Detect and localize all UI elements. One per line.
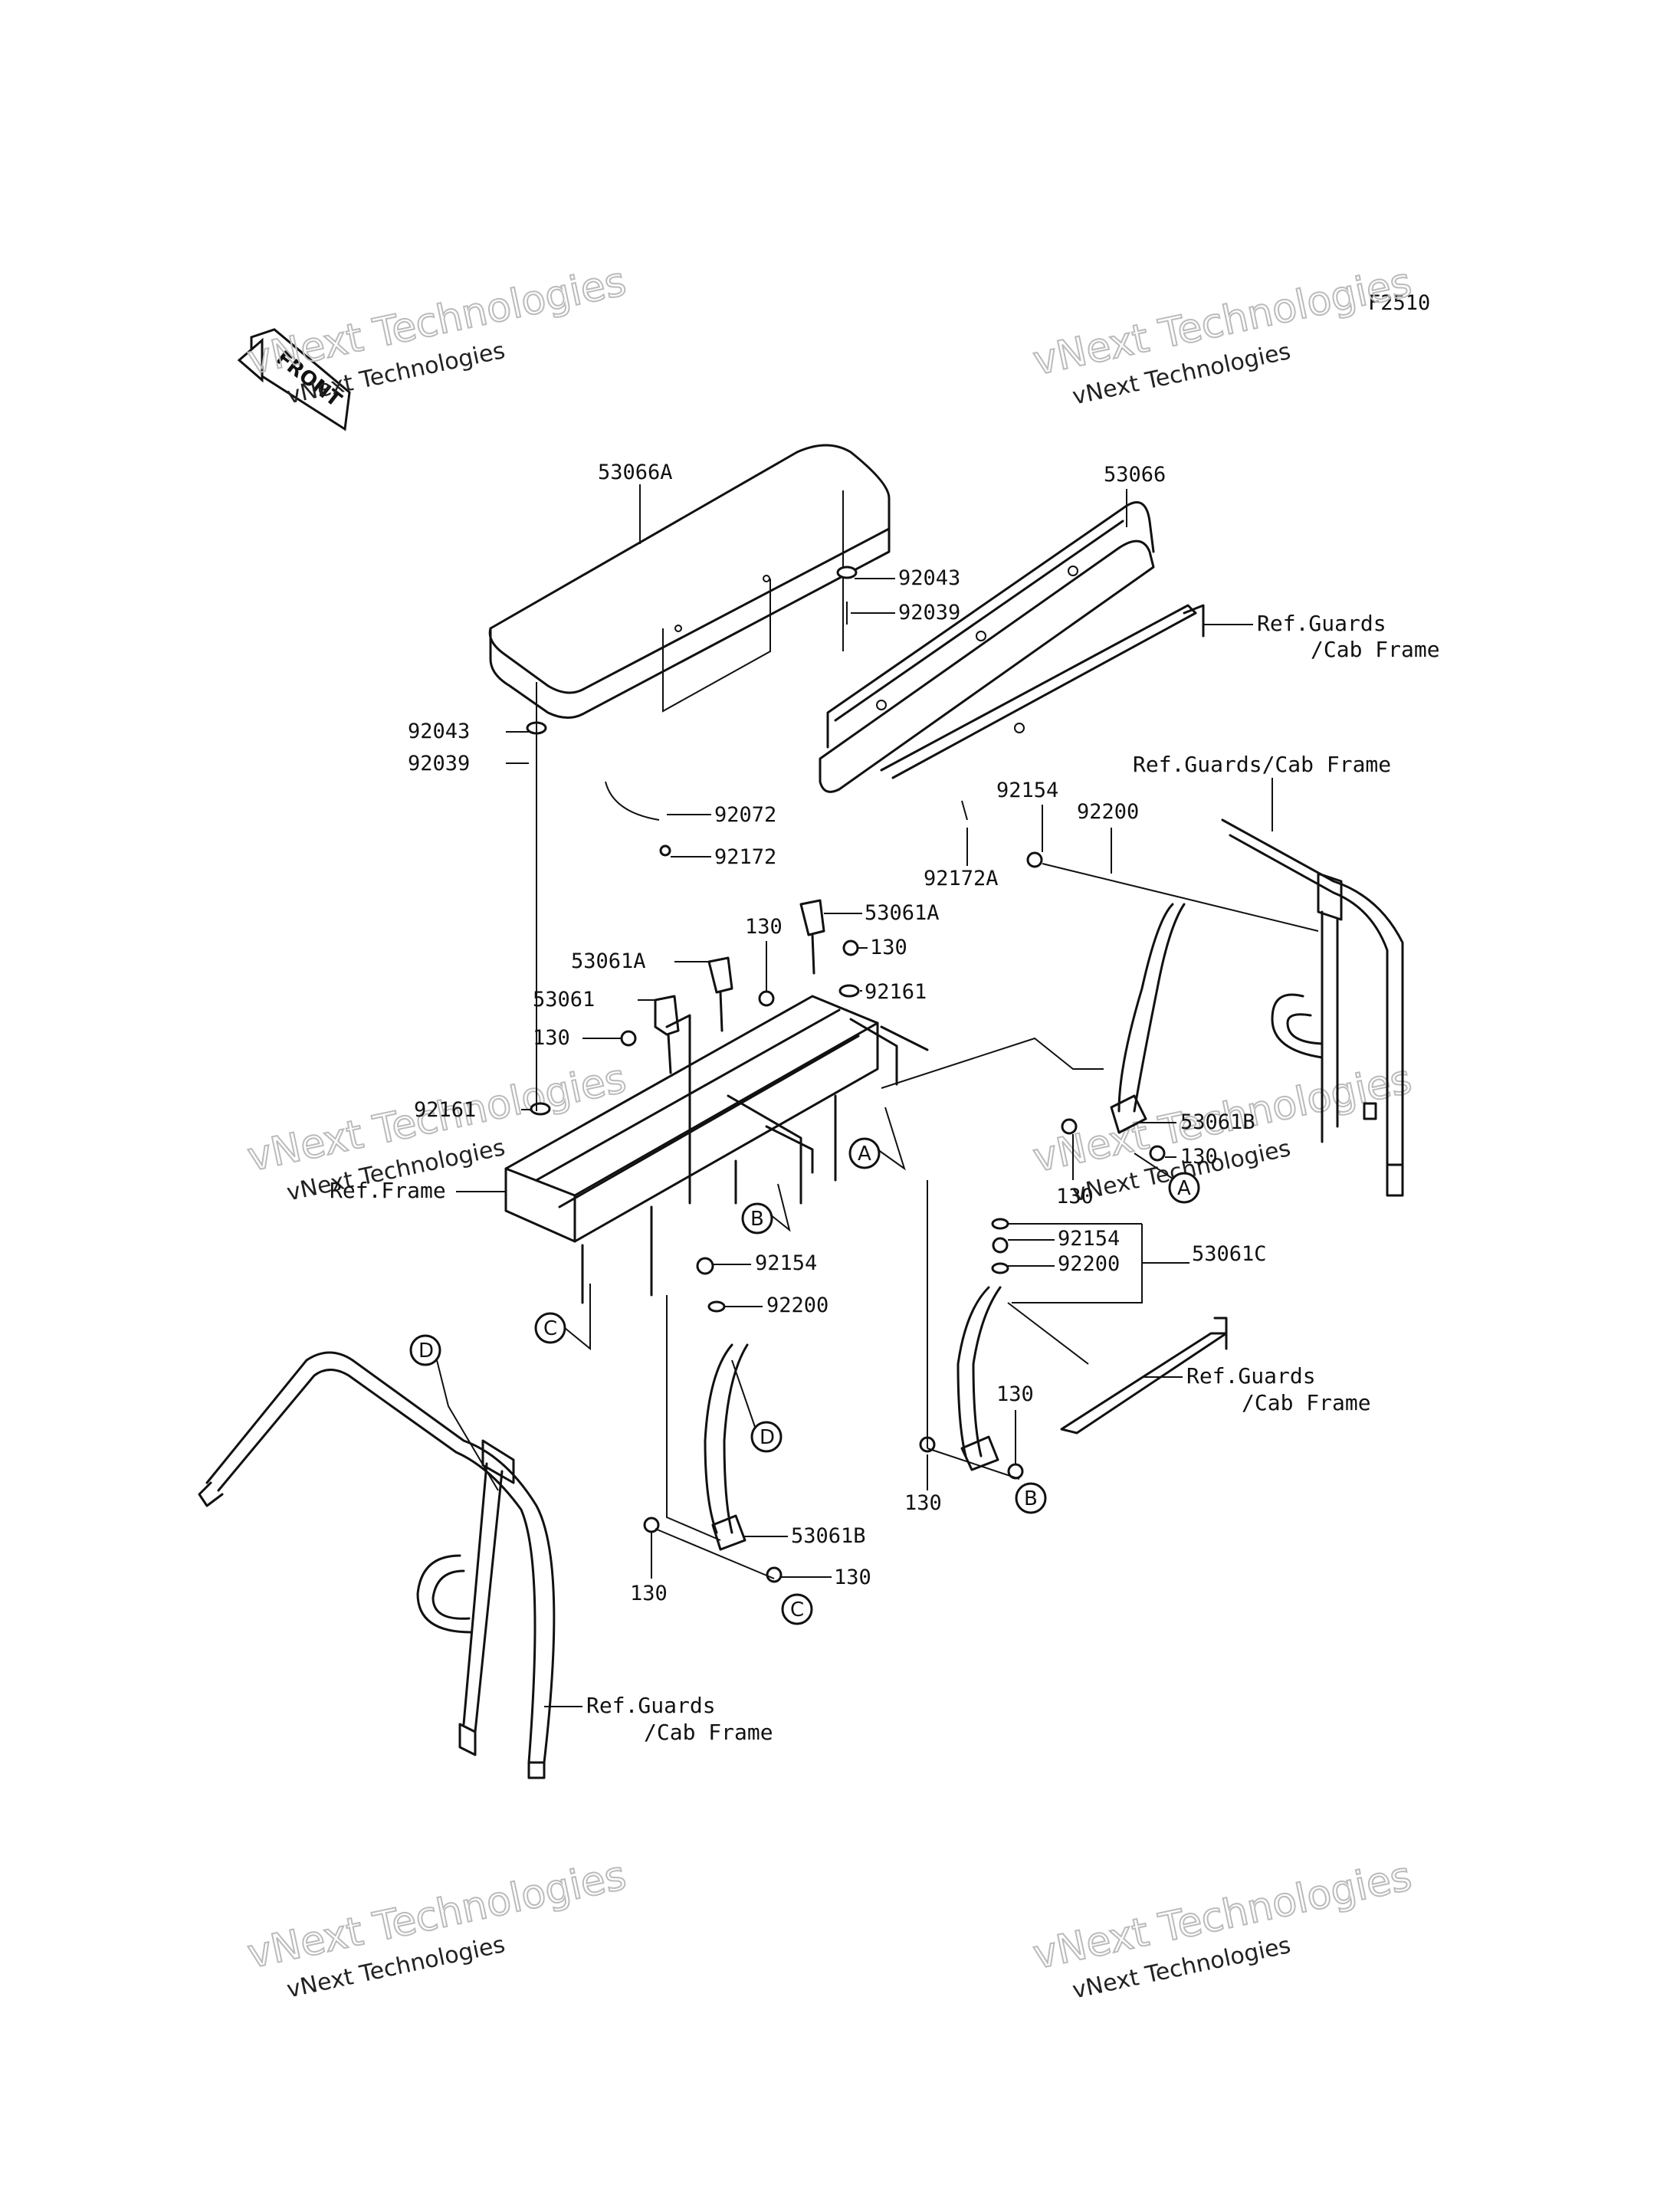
part-label: 92072	[714, 803, 776, 827]
svg-text:D: D	[760, 1426, 775, 1449]
callout-b: B	[741, 1202, 773, 1235]
part-label: 53066A	[598, 461, 673, 484]
part-label: 92200	[1077, 800, 1139, 824]
part-label: 130	[904, 1491, 942, 1515]
ref-guards-cab-frame-right: Ref.Guards/Cab Frame	[1133, 752, 1391, 777]
callout-b: B	[1015, 1482, 1047, 1514]
part-label: 53061C	[1192, 1242, 1267, 1266]
part-label: 92172	[714, 845, 776, 869]
svg-text:C: C	[790, 1599, 804, 1622]
svg-text:B: B	[750, 1208, 764, 1231]
watermark: vNext Technologies vNext Technologies	[1029, 259, 1416, 411]
part-label: 53061	[533, 988, 595, 1012]
part-label: 53061A	[865, 901, 940, 925]
svg-text:C: C	[543, 1317, 557, 1340]
callout-a: A	[848, 1137, 881, 1169]
callout-c: C	[534, 1312, 566, 1344]
seat-frame	[504, 995, 929, 1304]
callout-d: D	[750, 1421, 783, 1453]
part-label: 130	[834, 1566, 871, 1589]
seat-cushion	[488, 444, 891, 719]
part-label: 92039	[898, 601, 960, 625]
ref-guards-cab-frame-bottom: Ref.Guards /Cab Frame	[586, 1693, 773, 1745]
part-label: 130	[996, 1382, 1034, 1406]
part-label: 53061B	[791, 1524, 866, 1548]
svg-text:B: B	[1024, 1487, 1038, 1510]
part-label: 53066	[1104, 463, 1166, 487]
buckle-53061a-right	[799, 899, 825, 975]
part-label: 92172A	[924, 867, 999, 890]
svg-text:Ref.Guards: Ref.Guards	[1257, 611, 1386, 636]
cab-frame-left-lower	[198, 1351, 556, 1779]
part-label: 92154	[1058, 1227, 1120, 1251]
callout-a: A	[1168, 1172, 1200, 1204]
part-label: 92161	[414, 1098, 476, 1122]
watermark: vNext Technologies vNext Technologies	[1029, 1853, 1416, 2005]
svg-text:Ref.Guards: Ref.Guards	[1186, 1363, 1316, 1389]
svg-text:/Cab Frame: /Cab Frame	[1311, 637, 1440, 662]
buckle-53061	[654, 995, 680, 1074]
svg-text:A: A	[858, 1143, 871, 1166]
svg-text:D: D	[418, 1340, 434, 1362]
svg-text:Ref.Guards: Ref.Guards	[586, 1693, 716, 1718]
seat-belt-center	[919, 1218, 1024, 1480]
part-label: 92043	[898, 566, 960, 590]
svg-text:A: A	[1177, 1177, 1191, 1200]
part-label: 130	[630, 1582, 668, 1605]
part-label: 92200	[766, 1294, 829, 1317]
part-label: 92200	[1058, 1252, 1120, 1276]
callout-d: D	[409, 1334, 441, 1366]
part-label: 53061A	[571, 949, 646, 973]
ref-guards-cab-frame-top: Ref.Guards /Cab Frame	[1257, 611, 1440, 662]
part-label: 92039	[408, 752, 470, 776]
seat-belt-right	[1061, 903, 1186, 1162]
part-label: 92154	[755, 1251, 817, 1275]
fasteners	[526, 566, 1043, 1116]
watermark: vNext Technologies vNext Technologies	[243, 258, 631, 410]
cab-frame-crossbar	[1060, 1317, 1228, 1435]
seat-backrest	[819, 501, 1205, 793]
part-label: 53061B	[1180, 1110, 1255, 1134]
part-label: 130	[1056, 1185, 1094, 1208]
svg-text:/Cab Frame: /Cab Frame	[644, 1720, 773, 1745]
part-label: 130	[745, 915, 783, 939]
seat-belt-left	[643, 1257, 783, 1583]
part-label: 130	[1180, 1145, 1218, 1169]
ref-guards-cab-frame-mid: Ref.Guards /Cab Frame	[1186, 1363, 1371, 1415]
part-label: 130	[870, 936, 907, 959]
part-label: 92161	[865, 980, 927, 1004]
ref-frame: Ref.Frame	[330, 1178, 446, 1203]
watermark: vNext Technologies vNext Technologies	[243, 1852, 631, 2004]
part-label: 130	[533, 1026, 570, 1050]
front-arrow-icon: FRONT	[237, 328, 351, 431]
svg-text:/Cab Frame: /Cab Frame	[1242, 1390, 1371, 1415]
figure-code: F2510	[1368, 291, 1430, 315]
part-label: 92154	[996, 779, 1058, 802]
callout-c: C	[781, 1593, 813, 1625]
cab-frame-right-upper	[1221, 818, 1404, 1197]
part-label: 92043	[408, 720, 470, 743]
buckle-53061a-left	[707, 956, 733, 1032]
